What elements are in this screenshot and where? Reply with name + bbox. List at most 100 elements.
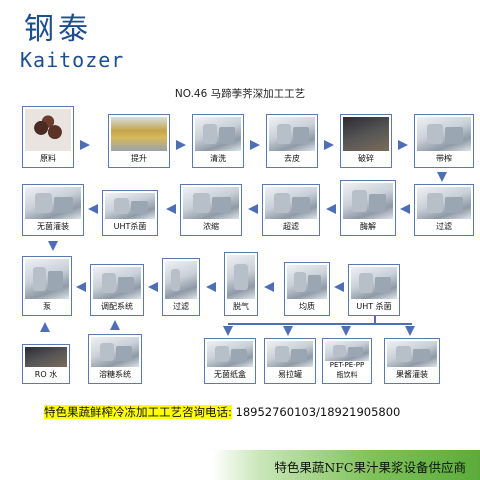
arrow-left-icon [148,282,158,292]
step-blending-system: 调配系统 [90,264,144,316]
step-label: 脱气 [233,302,249,311]
step-label: 过滤 [173,302,189,311]
arrow-right-icon [324,140,334,150]
step-photo [207,341,253,367]
step-label: 清洗 [210,154,226,163]
arrow-left-icon [76,282,86,292]
step-photo [165,261,197,299]
arrow-right-icon [398,140,408,150]
step-photo [111,117,167,151]
step-label: 果酱灌装 [396,370,428,379]
step-label: 去皮 [284,154,300,163]
step-label: UHT杀菌 [113,222,147,231]
step-photo [227,255,255,299]
step-label: 过滤 [436,222,452,231]
step-uht-sterilize-1: UHT杀菌 [102,190,158,236]
page-title: NO.46 马蹄荸荠深加工工艺 [174,88,306,100]
brand-logo-cn: 钢泰 [24,12,92,47]
step-filter-2: 过滤 [162,258,200,316]
step-label: 均质 [299,302,315,311]
step-label: 易拉罐 [278,370,302,379]
step-crush: 破碎 [340,114,392,168]
step-photo [343,183,393,219]
connector-line [374,316,376,324]
arrow-up-icon [40,322,50,332]
arrow-right-icon [250,140,260,150]
step-pump: 泵 [22,256,72,316]
step-label: PET-PE-PP 瓶饮料 [329,361,365,379]
step-enzymolysis: 酶解 [340,180,396,236]
hotline: 特色果蔬鲜榨冷冻加工工艺咨询电话: 18952760103/1892190580… [44,404,400,420]
step-label: UHT 杀菌 [356,302,392,311]
connector-line [228,323,412,325]
step-label: 无菌灌装 [37,222,69,231]
step-label: 带榨 [436,154,452,163]
step-can: 易拉罐 [264,338,316,384]
arrow-down-icon [223,326,233,336]
arrow-left-icon [88,204,98,214]
step-photo [343,117,389,151]
step-photo [93,267,141,299]
step-label: 调配系统 [101,302,133,311]
step-ro-water: RO 水 [22,344,70,384]
arrow-up-icon [110,320,120,330]
step-label: 无菌纸盒 [214,370,246,379]
step-label: 提升 [131,154,147,163]
step-photo [325,341,369,361]
step-photo [195,117,241,151]
step-label: RO 水 [34,370,58,379]
step-pet-bottle: PET-PE-PP 瓶饮料 [322,338,372,384]
step-photo [265,187,317,219]
step-lift: 提升 [108,114,170,168]
step-photo [269,117,315,151]
arrow-left-icon [166,204,176,214]
step-raw-material: 原料 [22,106,74,168]
step-label: 原料 [40,154,56,163]
step-photo [105,193,155,219]
step-photo [417,187,471,219]
footer-text: 特色果蔬NFC果汁果浆设备供应商 [274,460,466,475]
arrow-down-icon [437,172,447,182]
step-label: 泵 [43,302,51,311]
step-label: 浓缩 [203,222,219,231]
step-photo [267,341,313,367]
step-wash: 清洗 [192,114,244,168]
step-photo [183,187,239,219]
step-peel: 去皮 [266,114,318,168]
footer-banner: 特色果蔬NFC果汁果浆设备供应商 [212,450,480,480]
arrow-down-icon [405,326,415,336]
arrow-down-icon [283,326,293,336]
step-homogenize: 均质 [284,262,330,316]
step-photo [25,109,71,151]
step-label: 酶解 [360,222,376,231]
arrow-left-icon [334,282,344,292]
arrow-left-icon [400,204,410,214]
step-degas: 脱气 [224,252,258,316]
step-label: 破碎 [358,154,374,163]
hotline-phones: 18952760103/18921905800 [231,405,401,419]
step-concentrate: 浓缩 [180,184,242,236]
brand-logo-en: Kaitozer [20,48,125,72]
step-aseptic-carton: 无菌纸盒 [204,338,256,384]
step-photo [287,265,327,299]
step-filter-1: 过滤 [414,184,474,236]
arrow-down-icon [341,326,351,336]
step-jam-filling: 果酱灌装 [384,338,440,384]
step-label: 溶糖系统 [99,370,131,379]
step-label: 超滤 [283,222,299,231]
arrow-right-icon [80,140,90,150]
arrow-left-icon [206,282,216,292]
step-photo [351,267,397,299]
step-photo [25,187,81,219]
step-photo [387,341,437,367]
step-photo [417,117,471,151]
hotline-label: 特色果蔬鲜榨冷冻加工工艺咨询电话: [44,405,232,419]
arrow-left-icon [248,204,258,214]
arrow-left-icon [326,204,336,214]
arrow-right-icon [176,140,186,150]
step-uht-sterilize-2: UHT 杀菌 [348,264,400,316]
step-photo [25,259,69,299]
step-belt-press: 带榨 [414,114,474,168]
step-ultrafiltration: 超滤 [262,184,320,236]
step-aseptic-filling: 无菌灌装 [22,184,84,236]
